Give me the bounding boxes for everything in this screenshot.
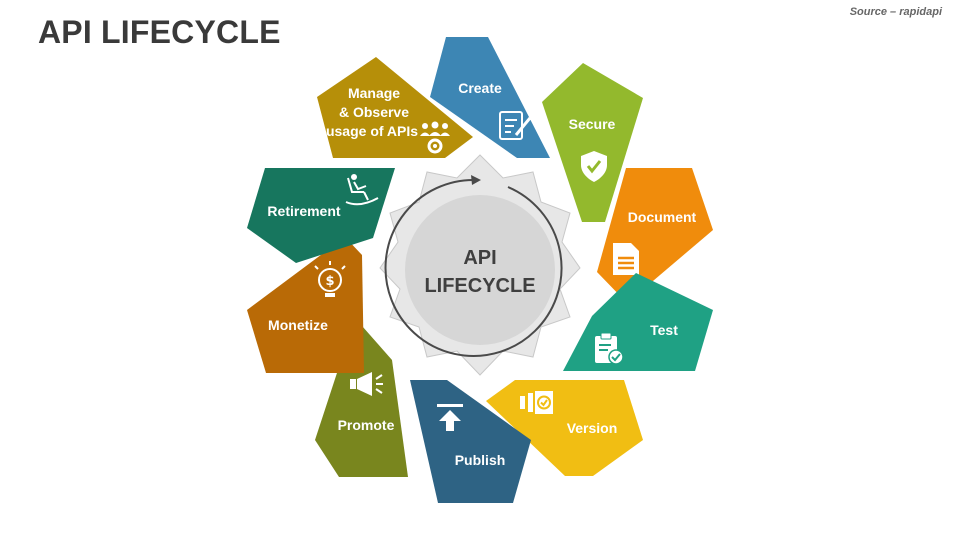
segment-retirement[interactable]: Retirement: [247, 168, 395, 263]
segment-manage-label-line-2: & Observe: [339, 104, 409, 120]
center-title-line-1: API: [463, 247, 496, 269]
segment-manage-observe[interactable]: Manage & Observe usage of APIs: [317, 57, 473, 158]
segment-create-shape: [430, 37, 550, 158]
megaphone-icon: [350, 372, 383, 396]
segment-publish-shape: [410, 380, 531, 503]
center-title-line-2: LIFECYCLE: [424, 275, 535, 297]
segment-create-label: Create: [458, 80, 502, 96]
team-gear-icon: [420, 121, 450, 154]
source-note: Source – rapidapi: [849, 6, 942, 18]
segment-manage-label-line-3: usage of APIs: [326, 123, 418, 139]
segment-secure-label: Secure: [569, 116, 616, 132]
segment-monetize[interactable]: Monetize $: [247, 237, 364, 373]
cycle-arrow-head: [471, 175, 481, 185]
segment-publish[interactable]: Publish: [410, 380, 531, 503]
segment-version-shape: [486, 380, 643, 476]
cycle-arrow-ring: [384, 178, 563, 357]
segment-version[interactable]: Version: [486, 380, 643, 476]
segment-version-label: Version: [567, 420, 618, 436]
segment-test[interactable]: Test: [563, 273, 713, 371]
segment-document[interactable]: Document: [597, 168, 713, 303]
document-icon: [613, 243, 639, 275]
segment-test-label: Test: [650, 322, 678, 338]
svg-text:$: $: [325, 274, 334, 289]
segment-create[interactable]: Create: [430, 37, 550, 158]
segment-promote-label: Promote: [338, 417, 395, 433]
segment-monetize-label: Monetize: [268, 317, 328, 333]
segment-manage-label-line-1: Manage: [348, 85, 400, 101]
segment-publish-label: Publish: [455, 452, 506, 468]
document-edit-icon: [499, 111, 532, 140]
clipboard-check-icon: [595, 332, 624, 365]
dollar-bulb-icon: $: [314, 261, 346, 297]
page-title: API LIFECYCLE: [38, 14, 281, 50]
segment-test-shape: [563, 273, 713, 371]
center-disc: [405, 195, 555, 345]
segment-retirement-label: Retirement: [267, 203, 340, 219]
segment-promote[interactable]: Promote: [315, 318, 408, 477]
shield-check-icon: [581, 151, 607, 182]
segment-secure-shape: [542, 63, 643, 222]
segment-promote-shape: [315, 318, 408, 477]
version-stamp-icon: [520, 391, 553, 414]
segment-secure[interactable]: Secure: [542, 63, 643, 222]
upload-arrow-icon: [437, 404, 463, 431]
segment-document-label: Document: [628, 209, 697, 225]
rocking-chair-icon: [345, 174, 379, 206]
